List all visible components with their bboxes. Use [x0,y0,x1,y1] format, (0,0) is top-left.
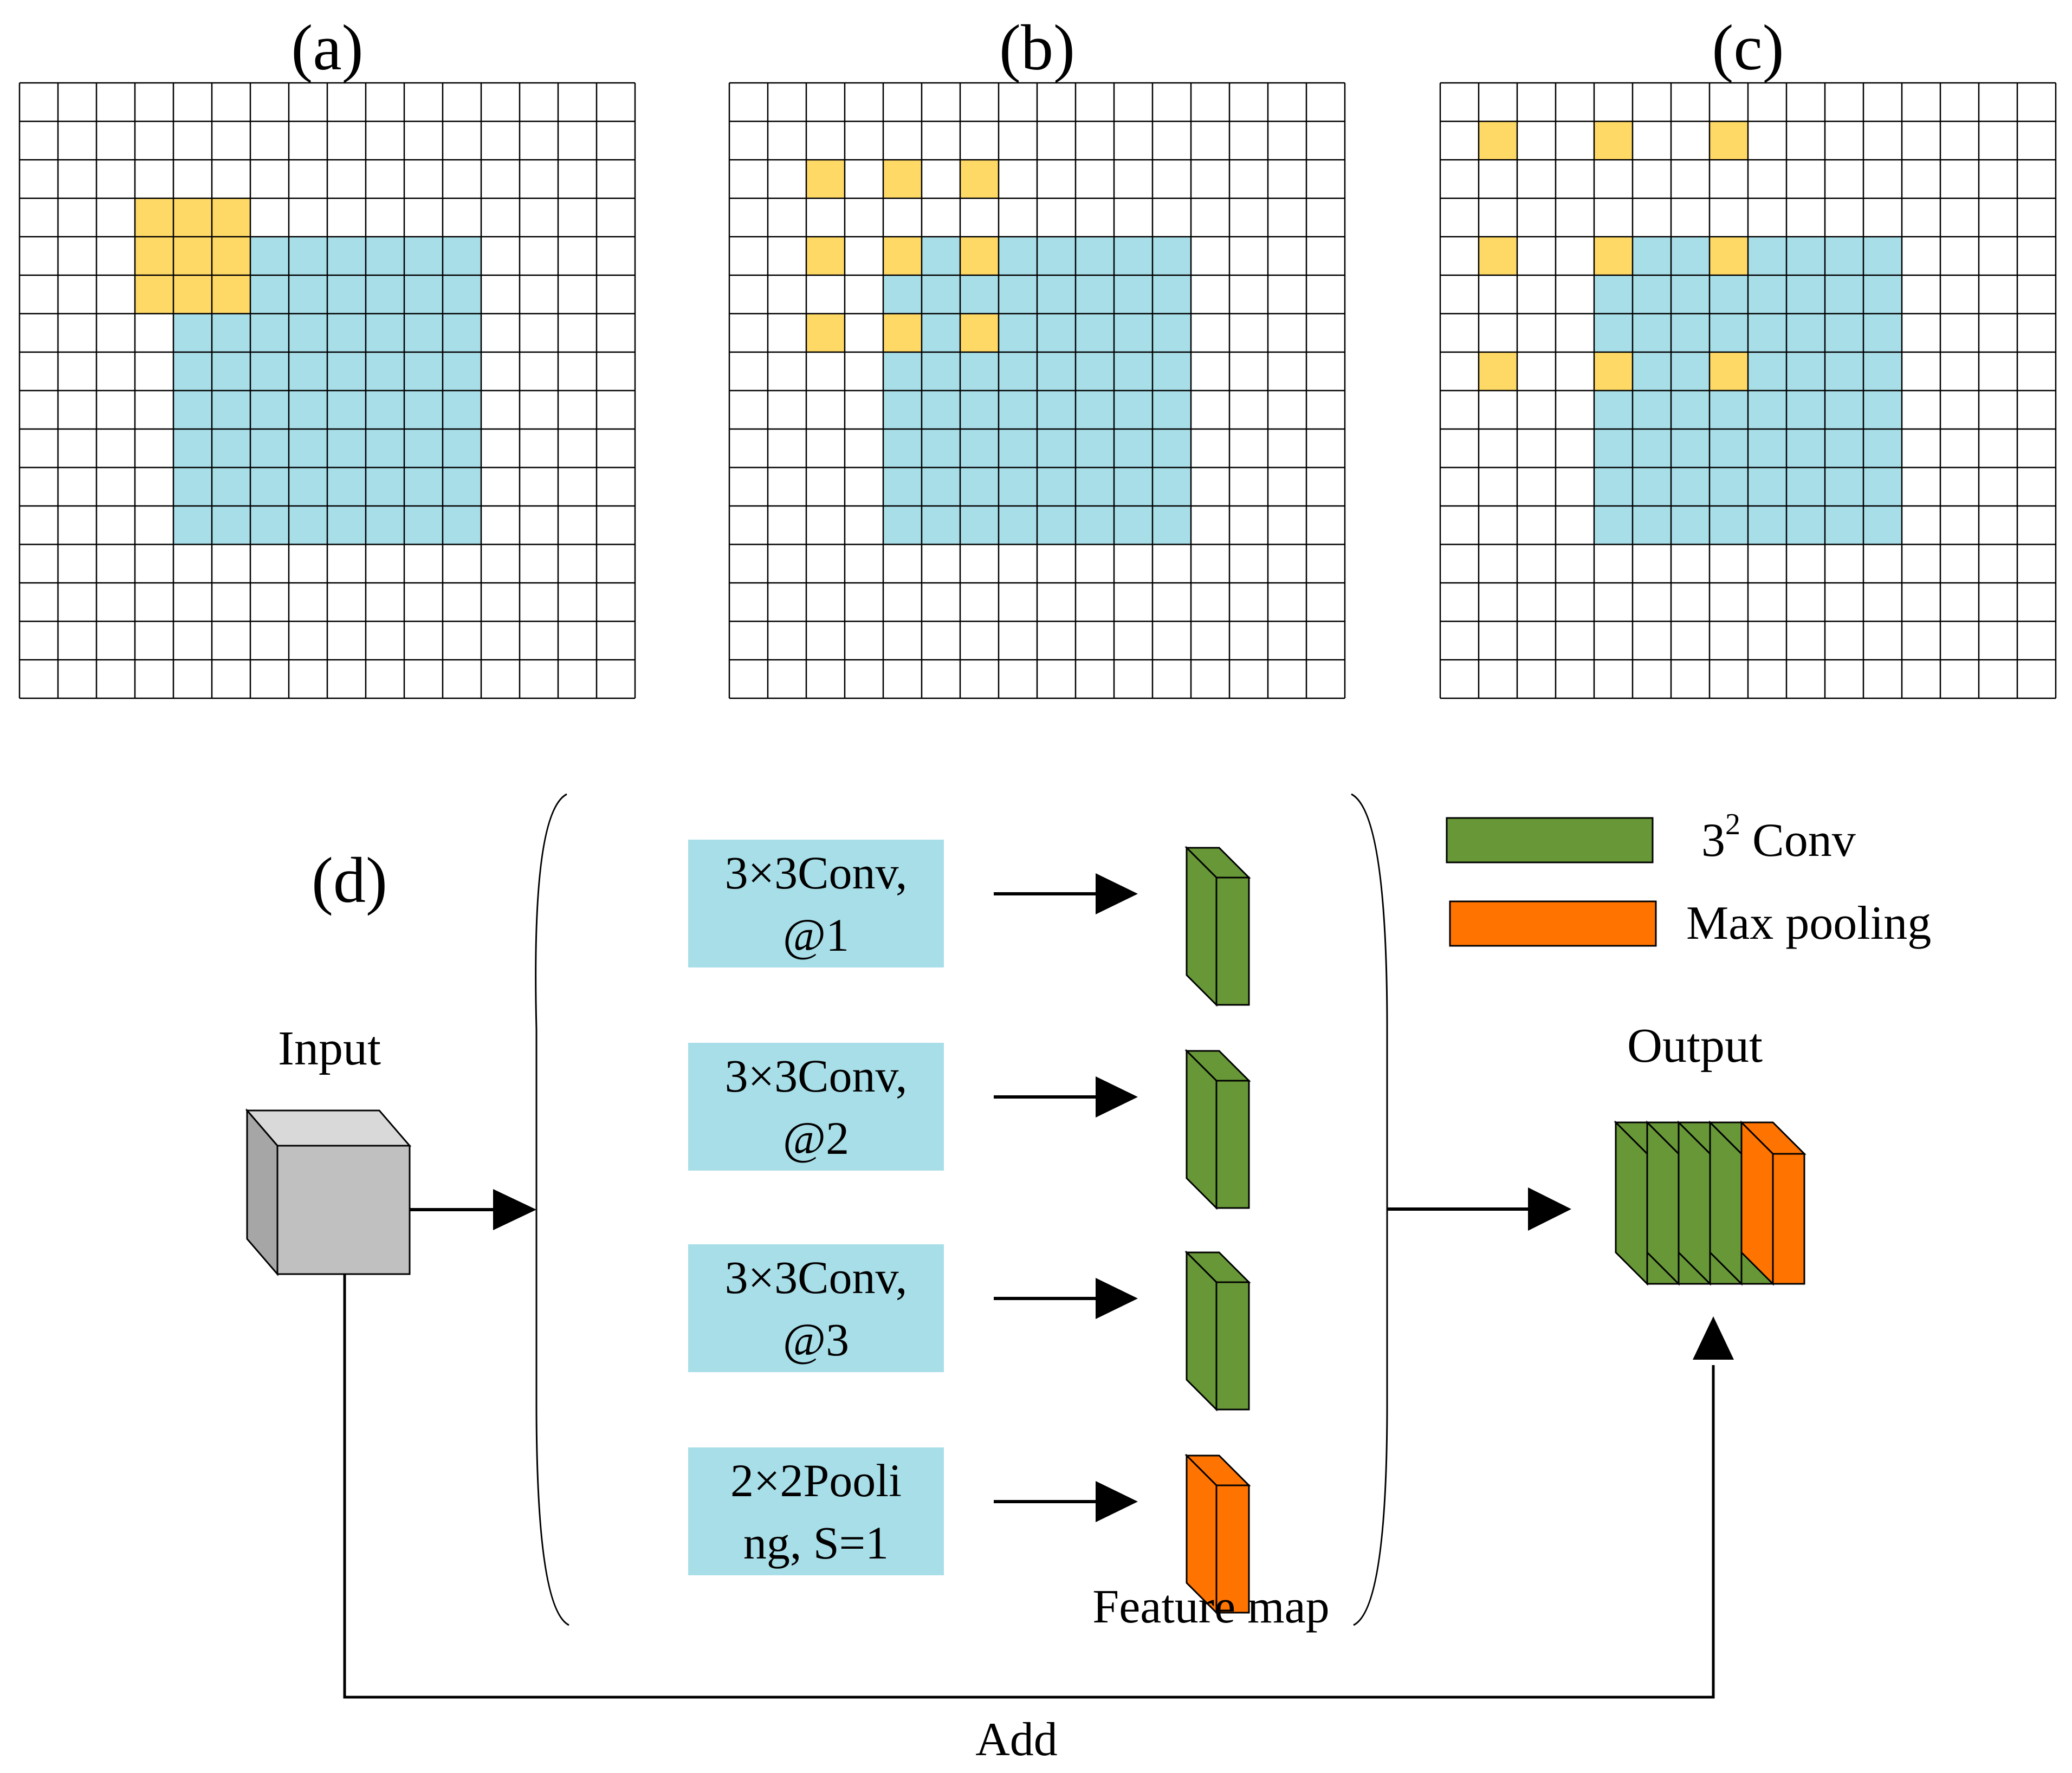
yellow-cell [960,314,999,352]
legend-conv-base: 3 [1701,814,1725,867]
legend-conv-label: 32 Conv [1701,808,1856,867]
yellow-cell [1594,237,1633,275]
branch-arrow-head [1096,1076,1138,1118]
yellow-cell [212,237,250,275]
branch-text-line2: @2 [783,1112,849,1164]
yellow-cell [1479,352,1517,391]
branch-text-line1: 3×3Conv, [725,1050,908,1102]
branch-3: 3×3Conv, @3 [688,1244,1251,1412]
grid-b [728,82,1346,699]
add-label: Add [975,1713,1058,1766]
yellow-cell [1710,352,1748,391]
legend-conv-swatch [1446,817,1654,863]
branch-text-line1: 3×3Conv, [725,1251,908,1303]
yellow-cell [212,198,250,237]
yellow-cell [960,237,999,275]
slab-front [1772,1153,1805,1285]
bracket-right [1351,793,1388,1626]
panel-label-c: (c) [1712,11,1784,83]
branch-box [688,840,944,967]
yellow-cell [1479,237,1517,275]
output-slab-pool [1739,1120,1806,1286]
yellow-cell [806,237,845,275]
yellow-cell [173,198,212,237]
branch-arrow-head [1096,873,1138,914]
branch-text-line1: 3×3Conv, [725,847,908,899]
add-path [343,1274,1715,1699]
branch-arrow-head [1096,1481,1138,1522]
yellow-cell [135,237,173,275]
yellow-cell [173,275,212,314]
grid-c [1439,82,2057,699]
yellow-cell [212,275,250,314]
panel-label-a: (a) [291,11,363,83]
branch-box [688,1244,944,1372]
yellow-cell [173,237,212,275]
yellow-cell [960,160,999,198]
branch-1: 3×3Conv, @1 [688,840,1251,1007]
branch-2: 3×3Conv, @2 [688,1043,1251,1210]
legend-pool-swatch [1449,900,1657,947]
feature-map-front [1215,1080,1250,1209]
grid-a [18,82,636,699]
yellow-cell [806,314,845,352]
yellow-cell [806,160,845,198]
yellow-cell [1594,352,1633,391]
yellow-cell [1710,237,1748,275]
branch-text-line2: @3 [783,1314,849,1366]
yellow-cell [135,198,173,237]
input-cube [245,1108,412,1277]
input-label: Input [278,1022,381,1075]
branch-text-line1: 2×2Pooli [730,1454,902,1506]
branches: 3×3Conv, @1 3×3Conv, @2 3×3Conv, @3 2×2Pooli ng… [688,840,1251,1615]
yellow-cell [1710,121,1748,160]
arrow-input-head [493,1189,536,1230]
branch-arrow-head [1096,1278,1138,1319]
legend-conv-sup: 2 [1725,808,1740,841]
branch-text-line2: ng, S=1 [743,1517,889,1569]
legend-pool-label: Max pooling [1686,897,1931,950]
yellow-cell [1594,121,1633,160]
feature-map-label: Feature map [1092,1581,1329,1633]
feature-map-front [1215,1281,1250,1411]
legend-conv-rest: Conv [1740,814,1856,867]
panel-label-b: (b) [999,11,1075,83]
add-arrow-head [1693,1316,1734,1360]
branch-text-line2: @1 [783,909,849,961]
arrow-output-head [1528,1187,1571,1231]
yellow-cell [883,160,922,198]
feature-map-front [1215,1484,1250,1614]
yellow-cell [135,275,173,314]
legend: 32 Conv Max pooling [1446,808,1931,950]
output-stack [1614,1120,1806,1286]
output-label: Output [1627,1019,1763,1073]
yellow-cell [883,237,922,275]
branch-box [688,1447,944,1575]
branch-4: 2×2Pooli ng, S=1 [688,1447,1251,1615]
yellow-cell [1479,121,1517,160]
panel-label-d: (d) [312,844,387,916]
branch-box [688,1043,944,1171]
feature-map-front [1215,876,1250,1006]
yellow-cell [883,314,922,352]
bracket-left [535,793,569,1626]
